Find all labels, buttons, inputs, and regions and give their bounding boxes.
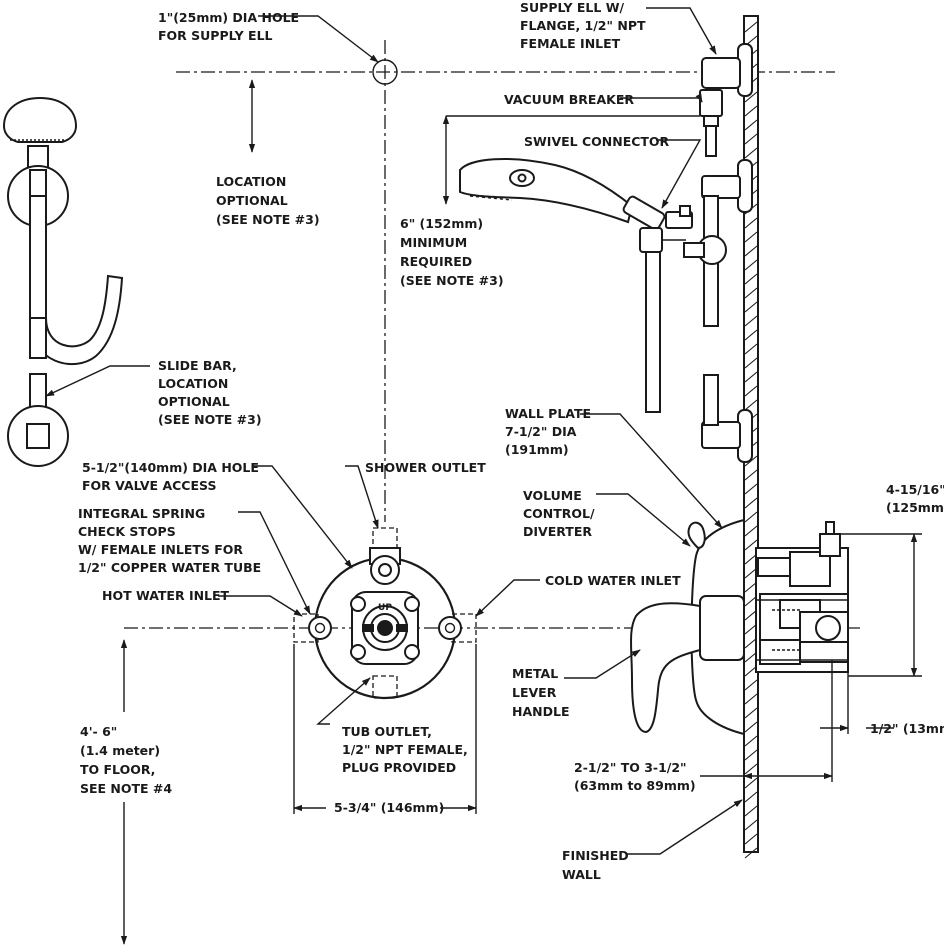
vacuum-breaker-label: VACUUM BREAKER xyxy=(504,92,634,107)
wall-hatch-line xyxy=(744,21,758,33)
wall-hatch-line xyxy=(744,497,758,509)
wall-hatch-line xyxy=(744,819,758,831)
slide-bar-side-view xyxy=(683,159,753,463)
valve-side-view xyxy=(630,518,849,736)
wall-hatch-line xyxy=(744,217,758,229)
wall-hatch-line xyxy=(744,119,758,131)
wall-hatch-line xyxy=(744,833,758,845)
hose xyxy=(645,251,661,413)
tub-outlet-hidden xyxy=(372,675,398,699)
shower-outlet-label: SHOWER OUTLET xyxy=(365,460,486,475)
hot-check-stop xyxy=(308,616,332,640)
cold-inlet-label: COLD WATER INLET xyxy=(545,573,681,588)
floor-height-label: 4'- 6"(1.4 meter)TO FLOOR,SEE NOTE #4 xyxy=(80,724,172,796)
wall-hatch-line xyxy=(744,357,758,369)
wall-hatch-line xyxy=(744,343,758,355)
wall-hatch-line xyxy=(744,721,758,733)
wall-hatch-line xyxy=(744,847,758,859)
swivel-connector xyxy=(622,195,693,253)
wall-hatch-line xyxy=(744,399,758,411)
wall-hatch-line xyxy=(744,525,758,537)
valve-front-view: UP xyxy=(293,527,477,700)
wall-hatch-line xyxy=(744,231,758,243)
supply-ell-hole xyxy=(372,59,398,85)
wall-hatch-line xyxy=(744,511,758,523)
wall-hatch-line xyxy=(744,791,758,803)
wall-hatch-line xyxy=(744,483,758,495)
shower-outlet-hidden xyxy=(372,527,398,549)
wall-hatch-line xyxy=(744,245,758,257)
wall-hatch-line xyxy=(744,371,758,383)
wall-hatch-line xyxy=(744,707,758,719)
wall-hatch-line xyxy=(744,539,758,551)
wall-hatch-line xyxy=(744,147,758,159)
wall-hatch-line xyxy=(744,259,758,271)
wall-hatch-line xyxy=(744,679,758,691)
width-dimension-label: 5-3/4" (146mm) xyxy=(334,800,444,815)
valve-up-marking: UP xyxy=(378,603,392,613)
wall-hatch-line xyxy=(744,133,758,145)
supply-ell-side-view xyxy=(699,43,753,157)
wall-hatch-line xyxy=(744,91,758,103)
half-inch-label: 1/2" (13mm) xyxy=(870,721,944,736)
hot-inlet-label: HOT WATER INLET xyxy=(102,588,230,603)
wall-hatch-line xyxy=(744,693,758,705)
wall-hatch-line xyxy=(744,287,758,299)
wall-hatch-line xyxy=(744,301,758,313)
wall-hatching xyxy=(744,21,758,859)
tub-outlet-label: TUB OUTLET,1/2" NPT FEMALE,PLUG PROVIDED xyxy=(342,724,468,775)
wall-hatch-line xyxy=(744,805,758,817)
wall-hatch-line xyxy=(744,735,758,747)
wall-hatch-line xyxy=(744,763,758,775)
wall-hatch-line xyxy=(744,273,758,285)
cold-check-stop xyxy=(438,616,462,640)
wall-hatch-line xyxy=(744,749,758,761)
handshower-side-view xyxy=(459,158,693,413)
leader-lines xyxy=(45,7,743,855)
wall-hatch-line xyxy=(744,315,758,327)
depth-dimension-label: 4-15/16"(125mm) xyxy=(886,482,944,515)
wall-hatch-line xyxy=(744,329,758,341)
wall-hatch-line xyxy=(744,105,758,117)
rough-in-label: 2-1/2" TO 3-1/2"(63mm to 89mm) xyxy=(574,760,696,793)
wall-hatch-line xyxy=(744,385,758,397)
swivel-connector-label: SWIVEL CONNECTOR xyxy=(524,134,670,149)
dimension-lines xyxy=(120,533,922,945)
volume-control-knob xyxy=(687,521,706,550)
wall-hatch-line xyxy=(744,777,758,789)
slide-bar-inset xyxy=(2,96,124,467)
wall-hatch-line xyxy=(744,455,758,467)
lever-handle xyxy=(630,602,701,734)
valve-body-side xyxy=(755,521,849,673)
wall-hatch-line xyxy=(744,469,758,481)
